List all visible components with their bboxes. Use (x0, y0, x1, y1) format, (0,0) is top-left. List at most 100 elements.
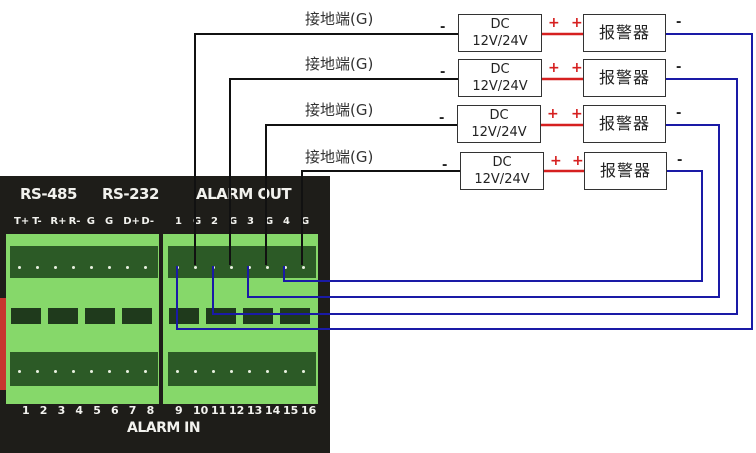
terminal-pin (194, 370, 197, 373)
alarm-out-label: ALARM OUT (196, 185, 292, 203)
alarm-plus-sign: + (572, 153, 584, 169)
terminal-pin (126, 370, 129, 373)
alarm-plus-sign: + (571, 106, 583, 122)
rs232-label: RS-232 (102, 185, 159, 203)
pin-label: 5 (93, 404, 101, 417)
mounting-slot (11, 308, 41, 324)
pin-label: 11 (211, 404, 227, 417)
pin-label: 7 (128, 404, 137, 417)
terminal-pin (248, 266, 251, 269)
terminal-pin (126, 266, 129, 269)
terminal-pin (302, 266, 305, 269)
panel-red-strip (0, 298, 8, 390)
pin-label: 14 (265, 404, 281, 417)
pin-label: G (86, 216, 96, 227)
dc-label: DC (489, 108, 509, 123)
dc-minus-sign: - (440, 65, 446, 80)
pin-label: 3 (57, 404, 66, 417)
pin-label: 10 (193, 404, 209, 417)
dc-voltage-label: 12V/24V (474, 172, 530, 187)
dc-plus-sign: + (548, 60, 560, 76)
pin-label: 15 (283, 404, 299, 417)
negative-wire (247, 124, 720, 298)
pin-label: 4 (283, 216, 290, 227)
terminal-pin (18, 370, 21, 373)
dc-minus-sign: - (439, 111, 445, 126)
terminal-pin (230, 370, 233, 373)
alarm-device-box: 报警器 (583, 105, 666, 143)
pin-label: G (193, 216, 202, 227)
pin-label: R- (68, 216, 81, 227)
pin-label: G (265, 216, 274, 227)
dc-power-box: DC 12V/24V (460, 152, 544, 190)
dc-label: DC (490, 17, 510, 32)
alarm-plus-sign: + (571, 15, 583, 31)
rs485-label: RS-485 (20, 185, 77, 203)
ground-wire (301, 170, 460, 265)
pin-label: 2 (39, 404, 48, 417)
terminal-pin (230, 266, 233, 269)
terminal-pin (144, 266, 147, 269)
pin-label: R+ (50, 216, 67, 227)
dc-plus-sign: + (547, 106, 559, 122)
upper-socket (10, 246, 158, 278)
pin-label: G (105, 216, 114, 227)
pin-label: D+ (123, 216, 140, 227)
terminal-pin (284, 370, 287, 373)
terminal-pin (194, 266, 197, 269)
lower-socket (168, 352, 316, 386)
alarm-plus-sign: + (571, 60, 583, 76)
ground-label: 接地端(G) (305, 101, 374, 119)
pin-label: G (229, 216, 238, 227)
alarm-device-box: 报警器 (583, 59, 666, 97)
terminal-pin (72, 266, 75, 269)
mounting-slot (85, 308, 115, 324)
ground-wire (229, 78, 458, 265)
terminal-pin (176, 370, 179, 373)
dc-plus-sign: + (548, 15, 560, 31)
alarm-device-box: 报警器 (584, 152, 667, 190)
mounting-slot (122, 308, 152, 324)
dc-minus-sign: - (442, 158, 448, 173)
terminal-pin (266, 370, 269, 373)
upper-socket (168, 246, 316, 278)
terminal-pin (54, 370, 57, 373)
pin-label: 16 (301, 404, 317, 417)
terminal-pin (90, 370, 93, 373)
ground-wire (265, 124, 457, 265)
pin-label: 12 (229, 404, 245, 417)
terminal-pin (18, 266, 21, 269)
terminal-pin (266, 266, 269, 269)
mounting-slot (243, 308, 273, 324)
pin-label: 6 (111, 404, 119, 417)
terminal-pin (36, 266, 39, 269)
alarm-minus-sign: - (677, 153, 683, 168)
terminal-pin (72, 370, 75, 373)
pin-label: 1 (22, 404, 30, 417)
negative-wire (283, 170, 703, 282)
terminal-pin (284, 266, 287, 269)
alarm-minus-sign: - (676, 106, 682, 121)
mounting-slot (48, 308, 78, 324)
lower-socket (10, 352, 158, 386)
dc-minus-sign: - (440, 20, 446, 35)
pin-label: 4 (75, 404, 84, 417)
terminal-pin (36, 370, 39, 373)
dc-label: DC (492, 155, 512, 170)
pin-label: T+ (14, 216, 30, 227)
terminal-pin (144, 370, 147, 373)
pin-label: 9 (175, 404, 183, 417)
terminal-pin (108, 266, 111, 269)
pin-label: 13 (247, 404, 263, 417)
dc-voltage-label: 12V/24V (472, 79, 528, 94)
ground-label: 接地端(G) (305, 148, 374, 166)
ground-wire (194, 33, 458, 265)
pin-label: D- (141, 216, 155, 227)
terminal-pin (108, 370, 111, 373)
alarm-in-label: ALARM IN (127, 420, 201, 436)
